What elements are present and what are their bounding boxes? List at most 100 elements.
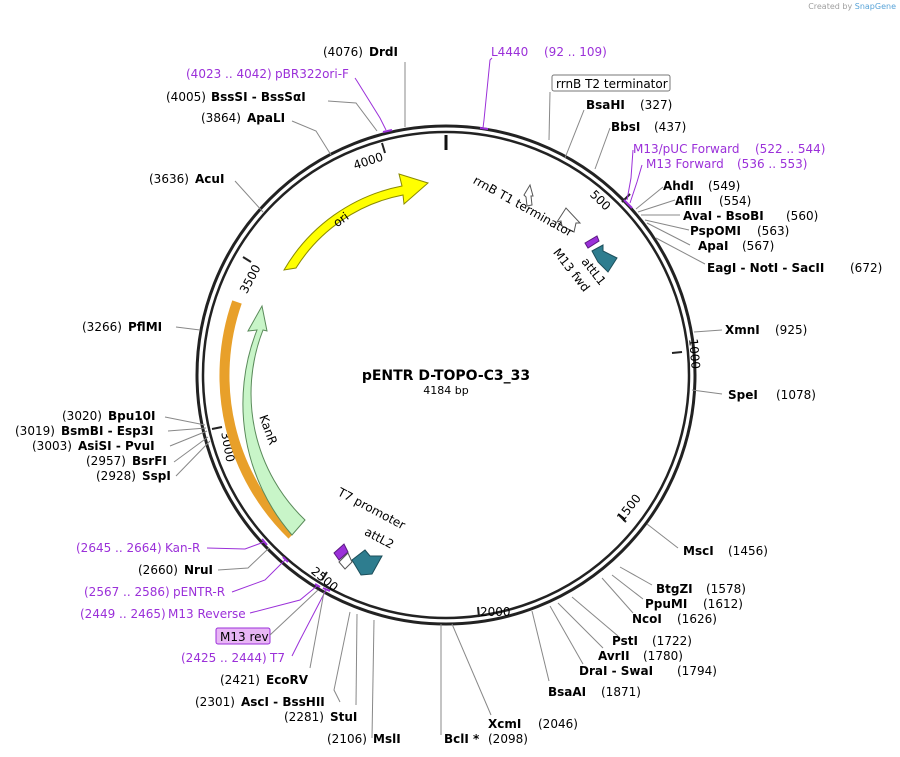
plasmid-length: 4184 bp bbox=[423, 384, 468, 397]
enzyme-nrui-pos: (2660) bbox=[138, 563, 178, 577]
enzyme-aflii-pos: (554) bbox=[719, 194, 751, 208]
primer-t7-name: T7 bbox=[269, 651, 285, 665]
enzyme-stui-name: StuI bbox=[330, 710, 357, 724]
enzyme-bcli-pos: (2098) bbox=[488, 732, 528, 746]
enzyme-apai-name: ApaI bbox=[698, 239, 728, 253]
t7-promoter-feature[interactable] bbox=[333, 543, 349, 561]
enzyme-bsrfi-name: BsrFI bbox=[132, 454, 167, 468]
kanr-label: KanR bbox=[256, 413, 280, 447]
enzyme-btgzi-pos: (1578) bbox=[706, 582, 746, 596]
enzyme-asci-pos: (2301) bbox=[195, 695, 235, 709]
tick-2000: 2000 bbox=[480, 605, 511, 619]
enzyme-labels: (4076) DrdI (4005) BssSI - BssSαI (3864)… bbox=[15, 45, 882, 746]
attl2-feature-arrow[interactable] bbox=[351, 549, 383, 576]
enzyme-bsssi-pos: (4005) bbox=[166, 90, 206, 104]
backbone-inner bbox=[201, 130, 691, 620]
enzyme-apali-name: ApaLI bbox=[247, 111, 285, 125]
enzyme-eagi-name: EagI - NotI - SacII bbox=[707, 261, 824, 275]
enzyme-xcmi-name: XcmI bbox=[488, 717, 521, 731]
enzyme-sspi-pos: (2928) bbox=[96, 469, 136, 483]
enzyme-bsahi-name: BsaHI bbox=[586, 98, 625, 112]
enzyme-stui-pos: (2281) bbox=[284, 710, 324, 724]
primer-pentr-name: pENTR-R bbox=[173, 585, 225, 599]
tick-500: 500 bbox=[587, 187, 613, 213]
m13-rev-label: M13 rev bbox=[220, 630, 269, 644]
enzyme-ecorv-name: EcoRV bbox=[266, 673, 309, 687]
enzyme-xcmi-pos: (2046) bbox=[538, 717, 578, 731]
enzyme-btgzi-name: BtgZI bbox=[656, 582, 693, 596]
enzyme-nrui-name: NruI bbox=[184, 563, 213, 577]
enzyme-pspomi-name: PspOMI bbox=[690, 224, 741, 238]
enzyme-ahdi-name: AhdI bbox=[663, 179, 694, 193]
primer-l4440-range: (92 .. 109) bbox=[544, 45, 607, 59]
ori-feature-arrow[interactable] bbox=[283, 173, 430, 271]
primer-l4440-name: L4440 bbox=[491, 45, 528, 59]
enzyme-xmni-pos: (925) bbox=[775, 323, 807, 337]
enzyme-ahdi-pos: (549) bbox=[708, 179, 740, 193]
primer-m13rev-range: (2449 .. 2465) bbox=[80, 607, 166, 621]
attl1-feature-arrow[interactable] bbox=[591, 244, 618, 273]
primer-m13rev-name: M13 Reverse bbox=[168, 607, 246, 621]
primer-m13puc-range: (522 .. 544) bbox=[755, 142, 825, 156]
enzyme-psti-name: PstI bbox=[612, 634, 638, 648]
primer-m13fwd-name: M13 Forward bbox=[646, 157, 724, 171]
enzyme-bsaai-pos: (1871) bbox=[601, 685, 641, 699]
enzyme-aflii-name: AflII bbox=[675, 194, 702, 208]
primer-marks bbox=[261, 127, 633, 592]
enzyme-ncoi-name: NcoI bbox=[632, 612, 662, 626]
enzyme-ecorv-pos: (2421) bbox=[220, 673, 260, 687]
rrnb-t1-label: rrnB T1 terminator bbox=[471, 173, 575, 239]
enzyme-asci-name: AscI - BssHII bbox=[241, 695, 325, 709]
backbone-outer bbox=[195, 124, 697, 626]
primer-kanr-range: (2645 .. 2664) bbox=[76, 541, 162, 555]
enzyme-leaders bbox=[164, 62, 723, 739]
kanr-feature-highlight bbox=[219, 300, 296, 539]
rrnb-t1-arrow[interactable] bbox=[555, 207, 582, 233]
rrnb-t2-arrow[interactable] bbox=[523, 183, 534, 207]
enzyme-bsmbi-name: BsmBI - Esp3I bbox=[61, 424, 153, 438]
primer-pentr-range: (2567 .. 2586) bbox=[84, 585, 170, 599]
enzyme-drdi-pos: (4076) bbox=[323, 45, 363, 59]
enzyme-avrii-name: AvrII bbox=[598, 649, 630, 663]
primer-pbr322-name: pBR322ori-F bbox=[275, 67, 349, 81]
enzyme-bbsi-name: BbsI bbox=[611, 120, 640, 134]
enzyme-eagi-pos: (672) bbox=[850, 261, 882, 275]
credit-prefix: Created by bbox=[808, 2, 853, 11]
enzyme-bpu10i-name: Bpu10I bbox=[108, 409, 155, 423]
m13-rev-box bbox=[215, 627, 271, 645]
enzyme-sspi-name: SspI bbox=[142, 469, 171, 483]
enzyme-bbsi-pos: (437) bbox=[654, 120, 686, 134]
primer-m13fwd-range: (536 .. 553) bbox=[737, 157, 807, 171]
tick-1000: 1000 bbox=[686, 338, 703, 370]
enzyme-asisi-name: AsiSI - PvuI bbox=[78, 439, 155, 453]
plasmid-title: pENTR D-TOPO-C3_33 bbox=[362, 368, 530, 384]
enzyme-msli-name: MslI bbox=[373, 732, 401, 746]
enzyme-drai-name: DraI - SwaI bbox=[579, 664, 653, 678]
enzyme-avai-name: AvaI - BsoBI bbox=[683, 209, 764, 223]
enzyme-pflmi-name: PflMI bbox=[128, 320, 162, 334]
enzyme-apai-pos: (567) bbox=[742, 239, 774, 253]
m13-fwd-feature[interactable] bbox=[584, 235, 600, 249]
snapgene-credit: Created by SnapGene bbox=[808, 2, 896, 11]
enzyme-bsmbi-pos: (3019) bbox=[15, 424, 55, 438]
enzyme-msci-pos: (1456) bbox=[728, 544, 768, 558]
t7-promoter-outline[interactable] bbox=[338, 552, 353, 570]
enzyme-avai-pos: (560) bbox=[786, 209, 818, 223]
tick-4000: 4000 bbox=[352, 150, 385, 173]
enzyme-msli-pos: (2106) bbox=[327, 732, 367, 746]
scale-ticks bbox=[211, 142, 683, 618]
attl2-label: attL2 bbox=[362, 525, 396, 552]
enzyme-bsssi-name: BssSI - BssSαI bbox=[211, 90, 306, 104]
enzyme-bsaai-name: BsaAI bbox=[548, 685, 586, 699]
primer-t7-range: (2425 .. 2444) bbox=[181, 651, 267, 665]
enzyme-bsrfi-pos: (2957) bbox=[86, 454, 126, 468]
enzyme-ncoi-pos: (1626) bbox=[677, 612, 717, 626]
kanr-feature-arrow[interactable] bbox=[242, 304, 306, 536]
enzyme-pflmi-pos: (3266) bbox=[82, 320, 122, 334]
enzyme-asisi-pos: (3003) bbox=[32, 439, 72, 453]
enzyme-psti-pos: (1722) bbox=[652, 634, 692, 648]
enzyme-drai-pos: (1794) bbox=[677, 664, 717, 678]
primer-m13puc-name: M13/pUC Forward bbox=[633, 142, 740, 156]
enzyme-ppumi-name: PpuMI bbox=[645, 597, 687, 611]
